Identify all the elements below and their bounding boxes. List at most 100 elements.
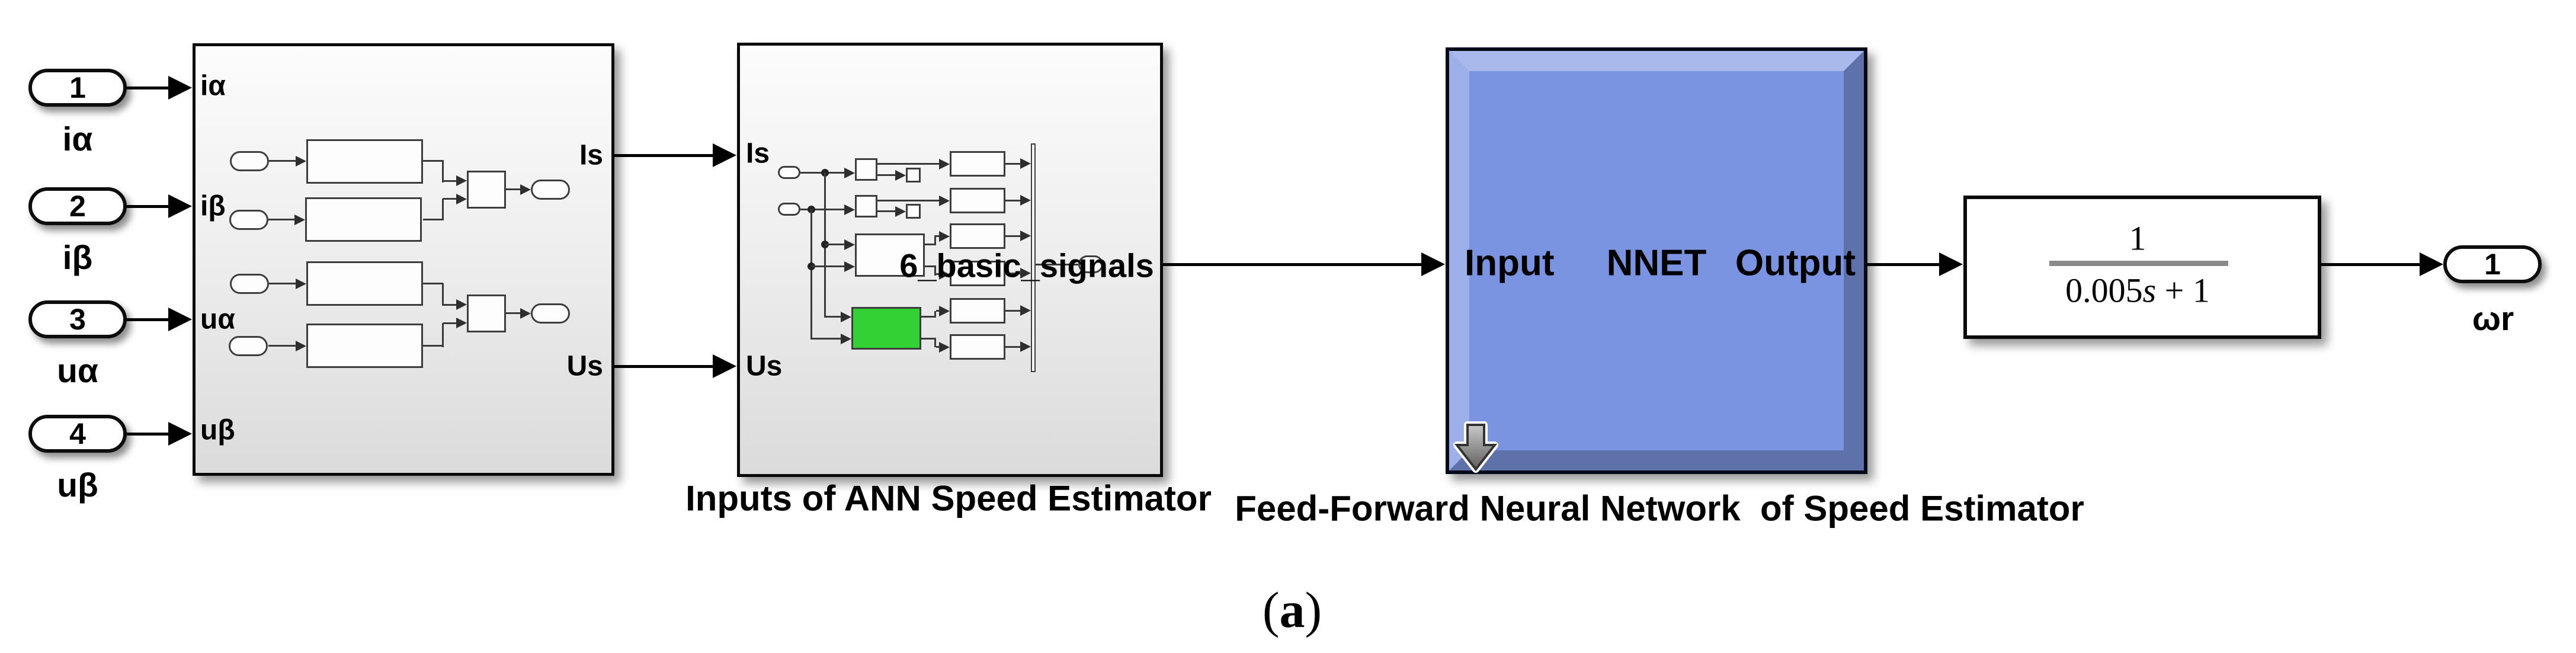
inner-arrowhead — [939, 342, 950, 353]
inner-wire — [877, 163, 940, 165]
inner-block — [855, 158, 877, 181]
inner-wire — [934, 311, 936, 317]
preprocessing-subsystem[interactable]: iα iβ uα uβ Is Us — [193, 43, 614, 476]
inner-block — [305, 197, 422, 242]
inner-wire — [825, 316, 842, 318]
transfer-fcn-block[interactable]: 1 0.005s + 1 — [1963, 196, 2321, 339]
arrowhead-tf-out — [2420, 252, 2443, 276]
look-under-mask-arrow-icon[interactable] — [1452, 421, 1500, 473]
inner-block — [950, 298, 1005, 324]
inner-block-large — [855, 233, 925, 277]
arrowhead-in4 — [168, 422, 192, 446]
inner-wire — [442, 199, 444, 220]
wire-in1 — [126, 87, 169, 89]
inport-1[interactable]: 1 — [28, 69, 127, 107]
inner-arrowhead — [939, 196, 950, 206]
inner-outport-oval — [531, 180, 570, 200]
inner-wire — [936, 235, 940, 237]
inner-wire — [443, 180, 457, 182]
inner-wire — [877, 174, 896, 176]
inner-outport-oval — [531, 303, 570, 324]
arrowhead-in2 — [168, 194, 192, 218]
inner-wire — [442, 323, 444, 347]
inner-wire — [934, 235, 936, 245]
inner-wire — [1005, 163, 1021, 165]
arrowhead-is — [713, 143, 736, 167]
tf-numerator: 1 — [2129, 219, 2146, 258]
inner-inport-oval — [229, 210, 268, 230]
wire-nnet-out — [1866, 263, 1940, 266]
nnet-block-caption: Feed-Forward Neural Network of Speed Est… — [1235, 488, 2084, 529]
nnet-block[interactable]: Input NNET Output — [1446, 47, 1867, 474]
inner-block — [306, 139, 423, 184]
inner-inport-oval — [778, 166, 800, 179]
ann-inputs-subsystem[interactable]: Is Us — [737, 43, 1163, 477]
inner-sum-block — [467, 171, 506, 209]
inner-block — [950, 151, 1005, 177]
inner-wire — [812, 265, 845, 267]
inner-wire — [268, 219, 296, 220]
wire-signals — [1162, 263, 1422, 266]
inner-wire — [921, 316, 936, 318]
inner-arrowhead — [1020, 231, 1031, 241]
inner-wire — [269, 160, 296, 162]
inport-3[interactable]: 3 — [28, 300, 127, 338]
wire-in2 — [126, 205, 169, 208]
inner-wire — [1005, 310, 1021, 312]
inner-arrowhead — [939, 159, 950, 169]
inner-arrowhead — [844, 239, 855, 250]
inner-block — [306, 324, 423, 368]
inport-3-number: 3 — [69, 303, 86, 336]
tf-fraction-bar — [2049, 261, 2228, 266]
inner-arrowhead — [456, 318, 467, 328]
inner-inport-oval — [230, 151, 269, 171]
inport-4-label: uβ — [57, 466, 98, 504]
port-name-is2: Is — [746, 137, 770, 169]
inner-wire — [423, 345, 443, 347]
inner-wire — [506, 312, 521, 314]
inner-inport-oval — [229, 336, 268, 356]
tf-den-var: s — [2142, 271, 2157, 310]
inport-1-label: iα — [62, 120, 93, 158]
tf-den-rest: + 1 — [2156, 271, 2210, 310]
inner-wire — [443, 304, 457, 306]
inner-arrowhead — [844, 261, 855, 272]
nnet-center-label: NNET — [1606, 242, 1707, 284]
arrowhead-us — [713, 354, 736, 378]
outport-1-label: ωr — [2472, 300, 2514, 338]
inner-arrowhead — [1020, 305, 1031, 316]
inner-wire — [423, 160, 443, 162]
inner-block — [906, 204, 921, 219]
inner-wire — [506, 188, 521, 190]
inner-wire — [877, 210, 896, 212]
arrowhead-in3 — [168, 308, 192, 331]
inport-4[interactable]: 4 — [28, 415, 127, 453]
inner-wire — [442, 160, 444, 183]
inner-block — [950, 223, 1005, 249]
inner-arrowhead — [939, 306, 950, 316]
outport-1-number: 1 — [2484, 248, 2501, 281]
wire-in4 — [126, 433, 169, 436]
inner-wire — [877, 200, 940, 201]
wire-us — [613, 365, 714, 368]
inner-arrowhead — [844, 168, 855, 178]
inner-arrowhead — [456, 194, 467, 204]
inner-wire — [925, 244, 936, 245]
junction-dot — [808, 263, 815, 270]
inner-wire — [936, 273, 940, 275]
inport-2[interactable]: 2 — [28, 187, 127, 225]
inport-2-label: iβ — [62, 239, 93, 277]
inner-arrowhead — [456, 175, 467, 186]
inner-wire — [810, 209, 812, 340]
arrowhead-in1 — [168, 76, 192, 100]
arrowhead-signals — [1421, 252, 1445, 276]
inner-wire — [812, 338, 842, 340]
outport-1[interactable]: 1 — [2443, 245, 2542, 283]
inner-arrowhead — [939, 231, 950, 242]
inner-arrowhead — [296, 279, 306, 289]
figure-caption-close: ) — [1305, 581, 1322, 638]
port-name-us2: Us — [746, 350, 783, 382]
inner-block-highlighted-green — [851, 307, 921, 350]
inner-wire — [921, 338, 936, 340]
inport-3-label: uα — [57, 352, 98, 390]
